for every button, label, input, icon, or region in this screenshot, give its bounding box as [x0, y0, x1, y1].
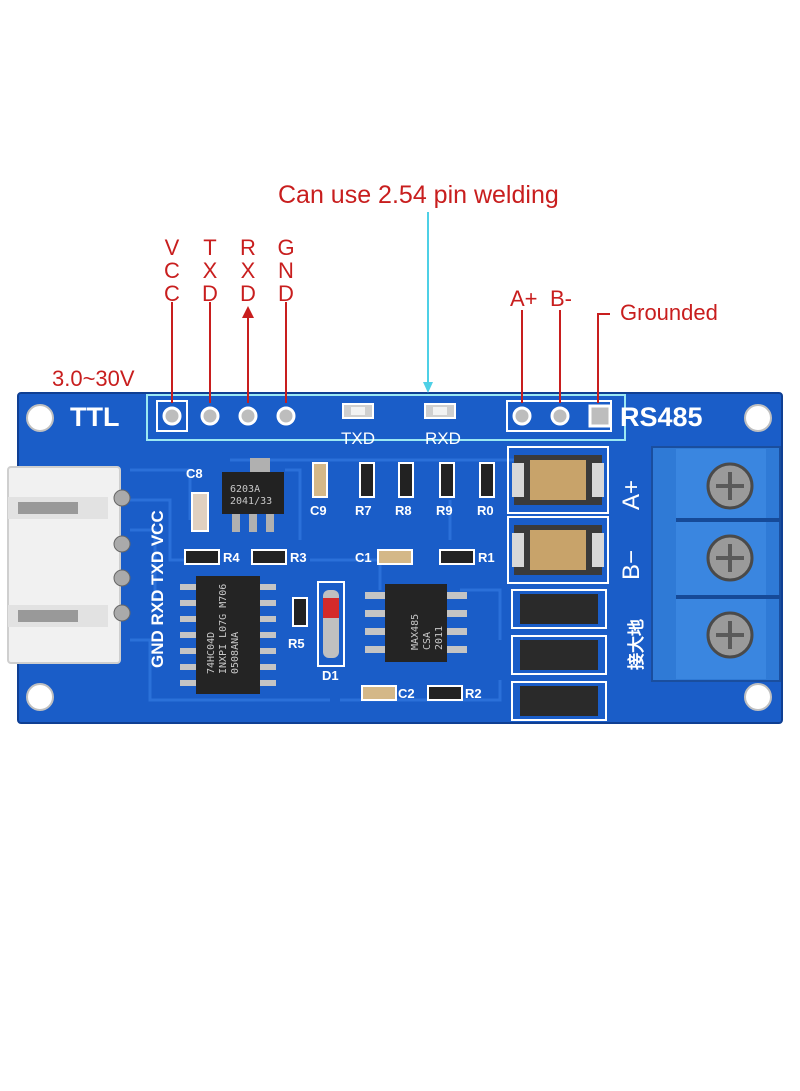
gnd-pin-label: G N D — [277, 235, 295, 306]
smd-row-middle — [184, 549, 475, 565]
rxd-arrow — [242, 306, 254, 318]
designator-r9: R9 — [436, 503, 453, 518]
designator-d1: D1 — [322, 668, 339, 683]
designator-r1: R1 — [478, 550, 495, 565]
rxd-pin-label: R X D — [240, 235, 256, 306]
pin-header-outline — [146, 394, 626, 441]
resistor-r2 — [427, 685, 463, 701]
designator-r7: R7 — [355, 503, 372, 518]
led-txd — [342, 403, 374, 419]
cap-c8 — [191, 492, 209, 532]
a-plus-label: A+ — [510, 286, 538, 311]
b-minus-label: B- — [550, 286, 572, 311]
welding-note: Can use 2.54 pin welding — [278, 181, 559, 209]
designator-r5: R5 — [288, 636, 305, 651]
regulator-marking: 6203A 2041/33 — [230, 484, 273, 507]
screw-terminal-block — [651, 446, 781, 682]
designator-c2: C2 — [398, 686, 415, 701]
txd-pin-label: T X D — [202, 235, 218, 306]
terminal-a-label: A+ — [618, 479, 645, 510]
rs485-transceiver-ic — [365, 584, 467, 662]
rs485-silk-label: RS485 — [620, 402, 703, 432]
terminal-b-label: B− — [618, 549, 645, 580]
jst-connector — [7, 466, 131, 664]
resistor-r5 — [292, 597, 308, 627]
vcc-pin-label: V C C — [164, 235, 180, 306]
designator-r8: R8 — [395, 503, 412, 518]
mounting-holes — [26, 404, 772, 711]
inductor-a — [507, 446, 609, 514]
voltage-regulator — [222, 458, 284, 532]
diode-d1 — [317, 581, 345, 667]
led-txd-label: TXD — [341, 429, 375, 448]
ttl-pins — [156, 400, 296, 432]
designator-r4: R4 — [223, 550, 240, 565]
logic-ic — [180, 576, 276, 694]
voltage-range-label: 3.0~30V — [52, 366, 135, 391]
designator-r0: R0 — [477, 503, 494, 518]
connector-pin-labels: GND RXD TXD VCC — [148, 510, 167, 668]
welding-pointer-arrow — [423, 382, 433, 393]
pin-lead-lines — [171, 302, 610, 403]
tvs-diodes — [511, 589, 607, 721]
designator-c8: C8 — [186, 466, 203, 481]
ttl-silk-label: TTL — [70, 402, 120, 432]
logic-ic-marking: 74HC04D INXPI L07G M706 0508ANA — [206, 583, 241, 674]
designator-r2: R2 — [465, 686, 482, 701]
inductor-b — [507, 516, 609, 584]
cap-c2 — [361, 685, 397, 701]
designator-c1: C1 — [355, 550, 372, 565]
ground-chinese-label: 接大地 — [627, 619, 646, 670]
designator-r3: R3 — [290, 550, 307, 565]
designator-c9: C9 — [310, 503, 327, 518]
led-rxd — [424, 403, 456, 419]
grounded-label: Grounded — [620, 300, 718, 325]
transceiver-marking: MAX485 CSA 2011 — [410, 613, 445, 650]
led-rxd-label: RXD — [425, 429, 461, 448]
small-smd-top — [312, 462, 495, 498]
